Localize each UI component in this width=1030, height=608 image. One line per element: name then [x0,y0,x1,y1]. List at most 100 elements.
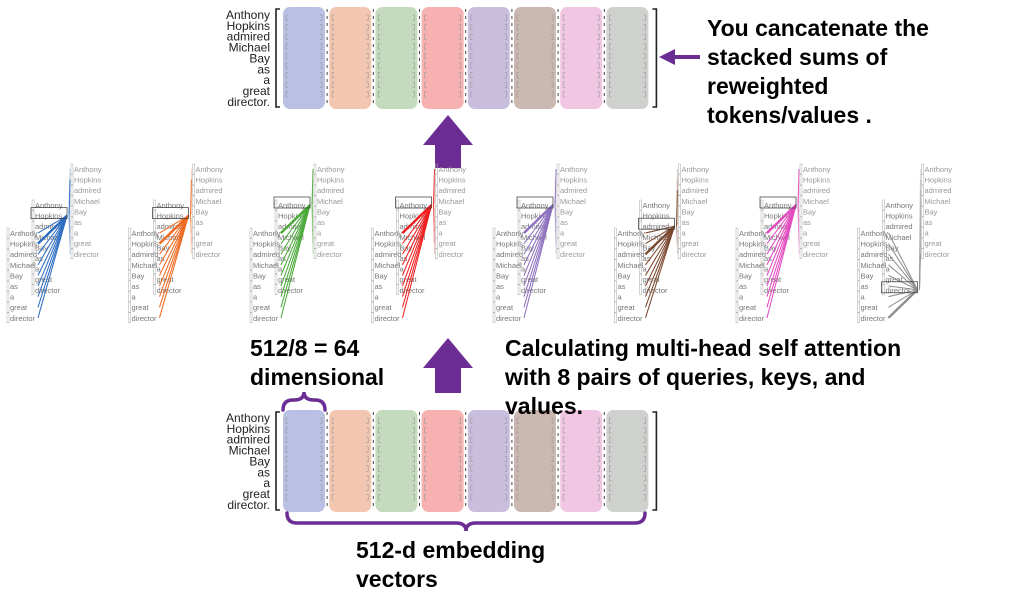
attention-line [766,204,797,255]
vector-cell-bracket [285,475,288,482]
vector-cell-bracket [366,43,369,50]
mini-token-label: as [439,218,447,227]
token-box-bracket [31,252,35,264]
token-box-bracket [882,242,885,253]
token-label: Michael [229,444,270,458]
token-box-bracket [31,210,35,221]
vector-cell-bracket [331,72,335,79]
vector-cell-bracket [424,436,427,443]
mini-token-label: as [278,254,286,263]
token-box-bracket [614,270,617,281]
token-box-bracket [371,248,374,260]
attention-line [523,204,554,244]
mini-token-label: Michael [682,197,708,206]
attention-line [402,204,432,297]
token-box-bracket [614,227,617,239]
attention-line [645,226,675,318]
vector-cell-bracket [366,14,369,21]
attention-line [402,204,432,297]
attention-line [433,200,435,206]
attention-line [190,190,192,216]
vector-cell-bracket [597,72,600,79]
attention-line [37,215,68,276]
mini-token-label: Michael [74,197,100,206]
mini-token-label: great [132,303,150,312]
vector-cell-bracket [597,427,600,434]
vector-cell-bracket [562,427,566,434]
token-box-bracket [760,273,764,285]
vector-cell-bracket [412,14,415,21]
vector-cell-bracket [516,72,519,79]
attention-line [37,215,68,308]
token-box-bracket [153,220,156,232]
token-box-bracket [639,199,642,211]
attention-line [645,225,675,276]
mini-token-label: admired [253,250,280,259]
mini-token-label: a [157,265,162,274]
attention-line [158,214,190,245]
token-box-bracket [799,216,803,228]
attention-line [766,204,797,244]
mini-token-label: admired [74,186,101,195]
mini-token-label: Bay [196,207,209,216]
vector-cell-bracket [320,91,323,98]
attention-line [190,215,192,223]
attention-line [645,226,675,318]
attention-line [766,204,797,287]
attention-line [280,204,311,297]
mini-token-label: great [643,275,661,284]
attention-line [645,226,675,297]
vector-cell-bracket [285,436,288,443]
mini-token-label: as [618,282,626,291]
vector-cell-bracket [378,24,381,31]
attention-line [280,204,311,265]
vector-cell-bracket [504,72,508,79]
vector-cell-bracket [378,436,381,443]
mini-token-label: a [925,229,930,238]
attention-line [402,204,432,287]
token-box-bracket [249,312,253,324]
attention-line [311,200,314,206]
attention-line [645,225,675,266]
vector-cell-bracket [562,436,566,443]
attention-line [402,204,432,297]
attention-line [766,204,797,276]
mini-token-label: Bay [496,271,509,280]
attention-line [37,215,68,297]
attention-line [645,226,675,308]
token-box-bracket [274,220,278,232]
token-box-bracket [396,263,399,274]
attention-line [159,215,189,308]
vector-cell-bracket [609,446,612,453]
mini-token-label: director [439,250,465,259]
mini-token-label: as [157,254,165,263]
vector-cell-bracket [378,91,381,98]
attention-line [888,264,918,291]
vector-cell-bracket [412,52,415,60]
mini-token-label: as [886,254,894,263]
token-label: director. [227,95,270,109]
attention-line [402,204,432,276]
token-box-bracket [735,227,739,239]
vector-cell-bracket [424,33,427,40]
token-box-bracket [371,270,374,281]
token-label: Anthony [226,8,270,22]
token-box-bracket [857,270,860,281]
head-column [606,410,649,512]
vector-cell-bracket [285,427,288,434]
token-box-bracket [799,248,803,260]
attention-line [159,215,189,318]
vector-cell-bracket [504,494,508,501]
attention-line [766,204,797,297]
vector-cell-bracket [643,62,646,69]
right-bracket [652,8,658,108]
attention-line [159,215,189,266]
attention-line [402,204,432,265]
vector-cell-bracket [643,91,646,98]
token-box-bracket [760,242,764,253]
attention-line [37,215,68,287]
mini-token-label: Michael [861,261,887,270]
attention-line [523,204,554,244]
token-label: Hopkins [227,19,270,33]
attention-line [280,204,311,265]
